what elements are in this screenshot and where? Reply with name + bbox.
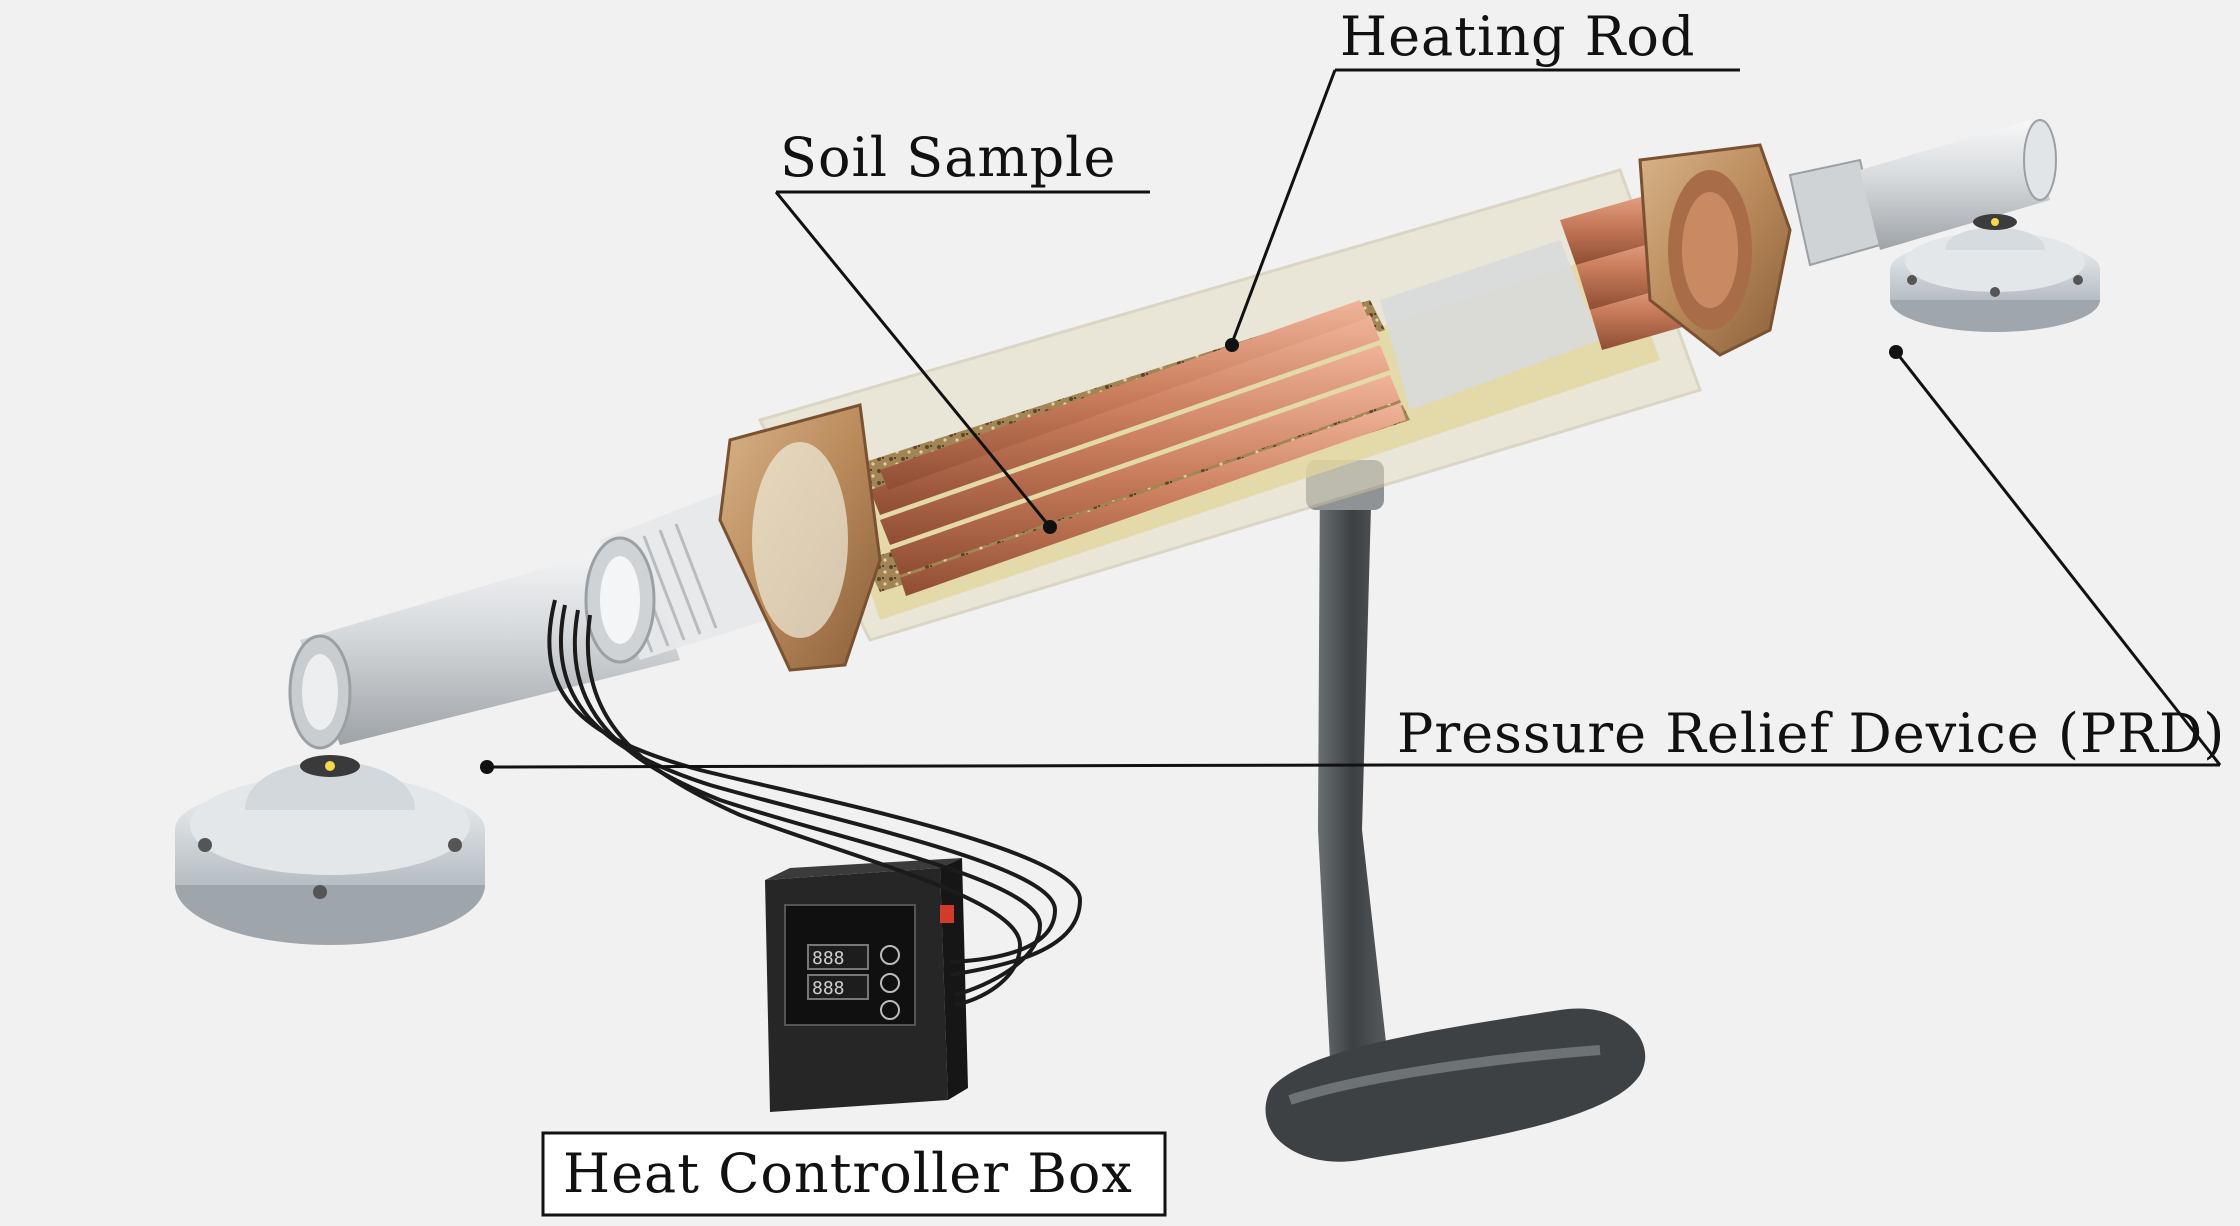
prd-label: Pressure Relief Device (PRD): [1397, 702, 2225, 765]
soil-sample-leader: [774, 191, 1052, 528]
controller-display-bottom: [807, 974, 869, 1000]
prd-device-left: [175, 755, 485, 945]
heating-rod-label: Heating Rod: [1340, 5, 1695, 68]
heating-rod-bundle: [870, 300, 1406, 596]
heating-rod-leader: [1230, 69, 1337, 344]
reactor-cylinder: [757, 168, 1742, 642]
prd-device-right: [1890, 214, 2100, 332]
soil-sample-pointer-dot: [1043, 520, 1057, 534]
right-steel-tube: [1788, 119, 2057, 267]
heat-controller-box: 888 888: [765, 858, 968, 1112]
prd-leader-left: [486, 763, 1391, 769]
prd-right-pointer-dot: [1889, 345, 1903, 359]
left-brass-flange: [718, 403, 882, 672]
heating-rod-pointer-dot: [1225, 338, 1239, 352]
prd-left-pointer-dot: [480, 760, 494, 774]
leader-lines: [486, 68, 2222, 769]
right-brass-flange: [1638, 143, 1792, 357]
svg-text:888: 888: [812, 978, 845, 999]
thermocouple-wires: [547, 599, 1083, 1007]
svg-text:888: 888: [812, 948, 845, 969]
soil-sample-label: Soil Sample: [780, 126, 1116, 189]
heat-controller-label-box: [541, 1131, 1167, 1217]
heat-controller-label: Heat Controller Box: [563, 1142, 1133, 1205]
controller-button-down: [880, 973, 900, 993]
prd-leader-right: [1894, 351, 2222, 766]
controller-button-set: [880, 1000, 900, 1020]
controller-display-top: [807, 944, 869, 970]
controller-button-up: [880, 945, 900, 965]
